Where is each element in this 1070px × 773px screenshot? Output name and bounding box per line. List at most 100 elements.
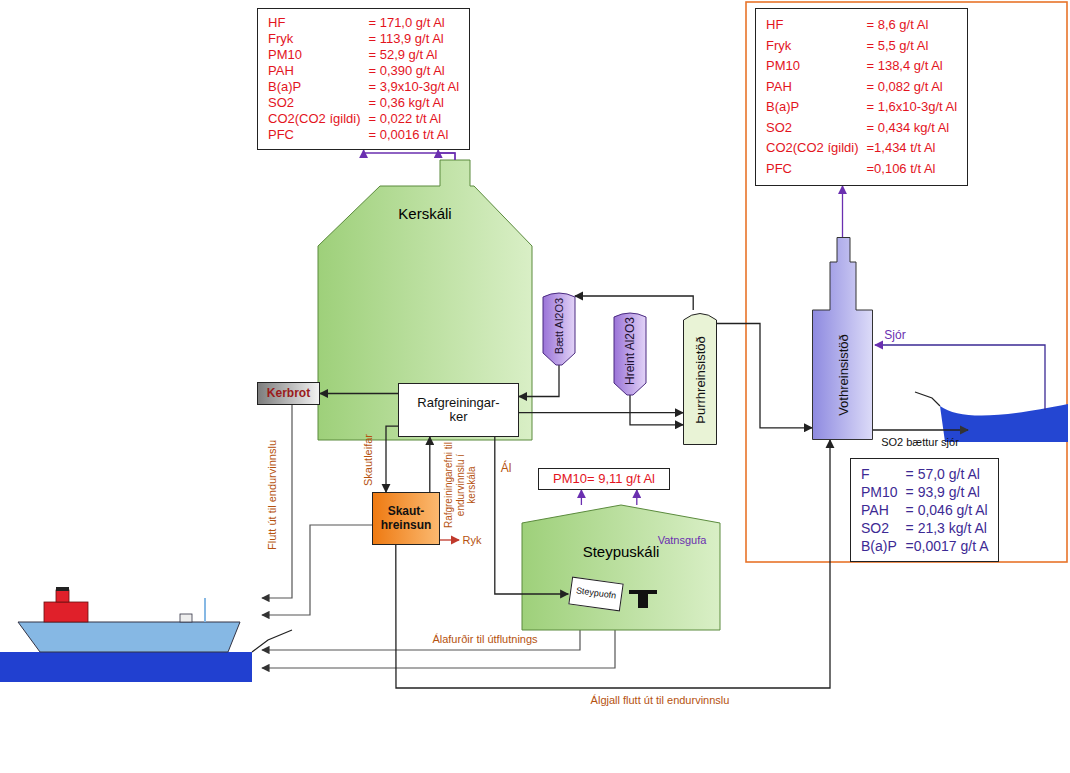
ladle-rim — [629, 590, 657, 594]
emission-value: = 52,9 g/t Al — [368, 47, 459, 63]
scope-frame — [746, 2, 1067, 562]
ship-hull — [18, 622, 240, 652]
shape-outline — [522, 505, 720, 630]
shore-line — [252, 630, 292, 652]
emission-name: CO2(CO2 ígildi) — [766, 138, 858, 159]
emission-box: F= 57,0 g/t AlPM10= 93,9 g/t AlPAH= 0,04… — [850, 458, 999, 562]
emission-value: = 0,022 t/t Al — [368, 111, 459, 127]
vertical-label: Bætt Al2O3 — [553, 298, 565, 354]
emission-name: Fryk — [766, 36, 858, 57]
note-label: Álafurðir til útflutnings — [432, 633, 537, 645]
note-label: Vatnsgufa — [658, 534, 707, 546]
emission-value: = 21,3 kg/t Al — [906, 519, 989, 537]
emission-name: PAH — [268, 63, 360, 79]
emission-value: = 0,36 kg/t Al — [368, 95, 459, 111]
export-line — [262, 525, 372, 615]
box-label: Skaut- hreinsun — [377, 505, 435, 531]
connector — [630, 395, 683, 425]
emission-value: = 3,9x10-3g/t Al — [368, 79, 459, 95]
silo: Bætt Al2O3 — [543, 290, 575, 365]
connector — [364, 150, 455, 160]
furnace-box: Steypuofn — [568, 577, 623, 612]
emission-value: = 5,5 g/t Al — [866, 36, 957, 57]
connector — [429, 437, 430, 492]
export-line — [262, 630, 580, 650]
building-outline — [522, 505, 720, 630]
export-line — [262, 405, 292, 598]
silo-outline — [543, 293, 575, 365]
emission-name: B(a)P — [268, 79, 360, 95]
note-label: Ryk — [463, 534, 482, 546]
box-label: Steypuofn — [575, 586, 617, 601]
scrubber-tower: Vothreinsistöð — [812, 237, 873, 440]
sea — [940, 404, 1068, 442]
emission-value: =0,106 t/t Al — [866, 159, 957, 180]
ship-funnel-top — [56, 587, 69, 591]
emission-value: = 0,082 g/t Al — [866, 77, 957, 98]
emission-value: =0,0017 g/t A — [906, 537, 989, 555]
building-name: Kerskáli — [318, 205, 532, 222]
emission-box: HF= 8,6 g/t AlFryk= 5,5 g/t AlPM10= 138,… — [755, 8, 968, 186]
box-label: Kerbrot — [267, 387, 310, 400]
emission-name: PAH — [766, 77, 858, 98]
export-line — [262, 630, 615, 668]
tower-outline — [813, 238, 873, 440]
seawater-line — [875, 345, 1045, 410]
note-label: Álgjall flutt út til endurvinnslu — [591, 694, 730, 706]
note-label: Flutt út til endurvinnslu — [266, 420, 279, 570]
emission-value: = 0,0016 t/t Al — [368, 127, 459, 143]
outflow-line — [873, 429, 968, 430]
emission-name: PFC — [268, 127, 360, 143]
emission-box: PM10= 9,11 g/t Al — [538, 468, 670, 490]
ladle-symbol — [628, 588, 658, 612]
building: KerskáliRafgreiningar- ker — [318, 160, 532, 440]
connector — [842, 186, 843, 237]
emission-name: PFC — [766, 159, 858, 180]
process-box: Kerbrot — [257, 382, 320, 405]
emission-value: = 8,6 g/t Al — [866, 15, 957, 36]
note-label: SO2 bættur sjór — [881, 436, 959, 448]
silo: Hreint Al2O3 — [614, 310, 646, 395]
flow-label: Skautleifar — [362, 429, 375, 491]
connector — [396, 440, 830, 688]
silo-outline — [614, 313, 646, 395]
flow-label: Rafgreiningarefni til endurvinnslu í ker… — [443, 441, 478, 529]
vertical-label: Hreint Al2O3 — [623, 317, 637, 385]
ship-mast — [204, 598, 206, 622]
ship-funnel — [56, 590, 69, 602]
emission-value: = 0,046 g/t Al — [906, 501, 989, 519]
box-label: PM10= 9,11 g/t Al — [553, 472, 655, 486]
connector — [575, 296, 693, 310]
emission-name: SO2 — [268, 95, 360, 111]
connector — [320, 393, 398, 394]
shore-line — [915, 392, 940, 406]
connector — [438, 150, 455, 160]
tower-outline — [684, 314, 717, 445]
emission-name: PAH — [861, 501, 898, 519]
emission-name: PM10 — [861, 483, 898, 501]
note-label: Sjór — [884, 328, 905, 342]
emission-name: F — [861, 465, 898, 483]
emission-name: PM10 — [268, 47, 360, 63]
emission-value: = 113,9 g/t Al — [368, 31, 459, 47]
emission-name: Fryk — [268, 31, 360, 47]
vertical-label: Þurrhreinsistöð — [693, 336, 708, 423]
emission-name: B(a)P — [861, 537, 898, 555]
emission-name: CO2(CO2 ígildi) — [268, 111, 360, 127]
vertical-label: Vothreinsistöð — [835, 334, 850, 416]
emission-box: HF= 171,0 g/t AlFryk= 113,9 g/t AlPM10= … — [257, 8, 470, 150]
emission-name: SO2 — [766, 118, 858, 139]
emission-value: = 0,390 g/t Al — [368, 63, 459, 79]
emission-name: PM10 — [766, 56, 858, 77]
connector — [717, 324, 812, 428]
emission-value: =1,434 t/t Al — [866, 138, 957, 159]
emission-value: = 0,434 kg/t Al — [866, 118, 957, 139]
emission-value: = 171,0 g/t Al — [368, 15, 459, 31]
building-outline — [318, 160, 532, 440]
process-box: Skaut- hreinsun — [372, 492, 440, 545]
connector — [581, 490, 582, 505]
ladle-body — [638, 594, 648, 608]
ship-bridge — [44, 602, 88, 622]
sea — [0, 652, 252, 682]
